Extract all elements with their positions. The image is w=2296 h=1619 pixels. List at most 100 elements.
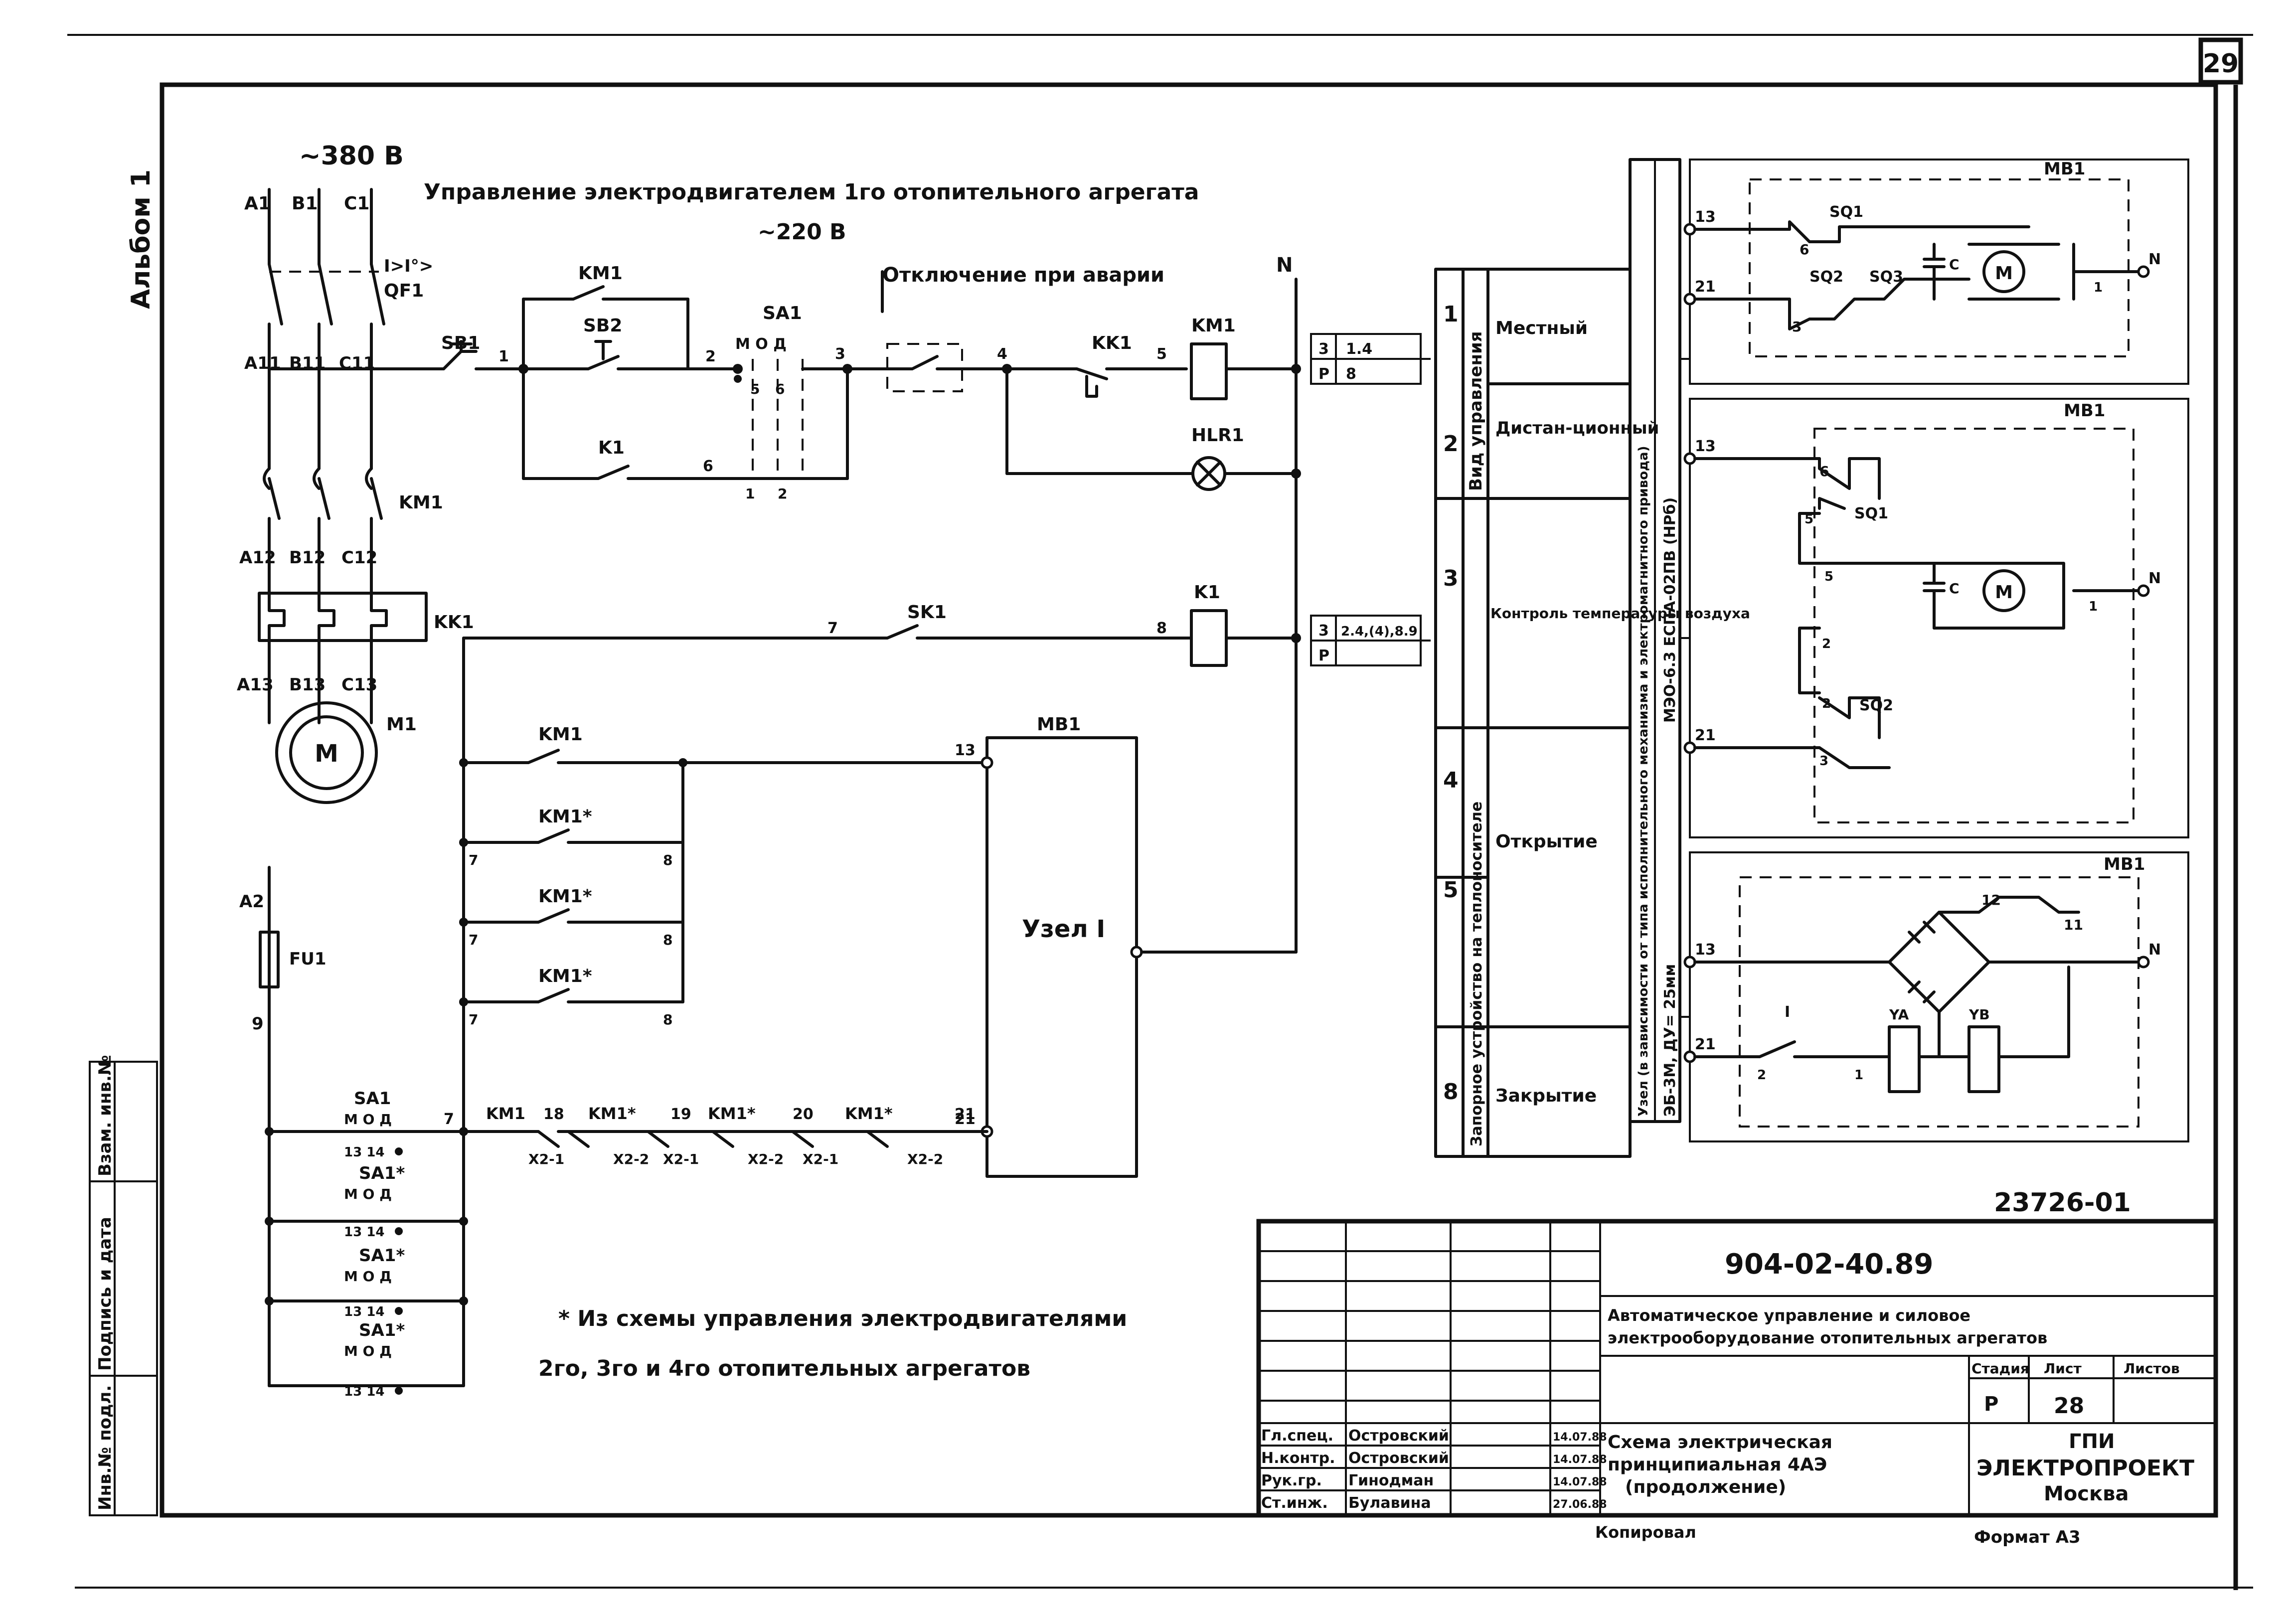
u3-title: MB1 <box>2104 854 2145 874</box>
signer-role-2: Н.контр. <box>1261 1450 1335 1467</box>
unit-label: Узел I <box>1022 915 1105 943</box>
u1-n: N <box>2148 251 2161 268</box>
node-6: 6 <box>703 458 713 475</box>
node-2: 2 <box>705 348 716 365</box>
phase-a12: A12 <box>239 548 276 568</box>
aux-contact-2: KM1* <box>538 807 592 827</box>
tb-sheet-h: Лист <box>2044 1360 2082 1377</box>
ref-4a: Р <box>1318 647 1329 664</box>
group-valve-label: Запорное устройство на теплоносителе <box>1468 802 1485 1146</box>
unit-t13: 13 <box>955 742 976 759</box>
sa-1-modes: М О Д <box>344 1186 392 1202</box>
stamp-signature: Подпись и дата <box>95 1217 115 1371</box>
signer-name-1: Островский <box>1348 1427 1449 1445</box>
row-label-8: Закрытие <box>1495 1086 1597 1106</box>
ref-1a: 3 <box>1318 340 1329 358</box>
sa-2-modes: М О Д <box>344 1268 392 1285</box>
u1-1: 1 <box>2094 280 2103 295</box>
node-5: 5 <box>1156 345 1167 363</box>
kk1-contact-label: KK1 <box>1092 333 1132 353</box>
modes-table: Вид управления Запорное устройство на те… <box>1434 158 1750 1158</box>
unit-heading: Узел (в зависимости от типа исполнительн… <box>1636 446 1651 1117</box>
tb-stage: Р <box>1984 1393 1998 1416</box>
u3-yb: YB <box>1968 1006 1990 1023</box>
side-stamp: Взам. инв.№ Подпись и дата Инв.№ подл. <box>89 1055 158 1516</box>
ref-2b: 8 <box>1346 365 1356 383</box>
u1-21: 21 <box>1695 278 1716 296</box>
neutral-label: N <box>1276 254 1293 277</box>
signer-date-2: 14.07.88 <box>1553 1454 1607 1466</box>
fuse-out-label: 9 <box>252 1014 264 1034</box>
sk1-label: SK1 <box>907 602 947 623</box>
chain-18: 18 <box>543 1106 564 1123</box>
sa-1-name: SA1* <box>359 1163 405 1183</box>
u1-6: 6 <box>1800 241 1809 258</box>
row-num-1: 1 <box>1443 302 1459 327</box>
aux-node-7c: 7 <box>469 1011 478 1028</box>
chain-node-7: 7 <box>444 1111 454 1128</box>
u2-2a: 2 <box>1822 637 1831 651</box>
tb-org-1: ГПИ <box>2069 1430 2115 1453</box>
stamp-inv: Инв.№ подл. <box>95 1385 115 1510</box>
bottom-chain: 7 KM1 18 KM1* 19 KM1* 20 KM1* 21 X2-1 X2… <box>265 1089 988 1399</box>
u3-1: 1 <box>1854 1068 1863 1083</box>
u1-sq3: SQ3 <box>1869 268 1903 286</box>
u1-sq1: SQ1 <box>1829 203 1863 221</box>
doc-number: 23726-01 <box>1994 1188 2131 1218</box>
tb-stage-h: Стадия <box>1971 1360 2029 1377</box>
sa-contact-6: 6 <box>775 381 785 397</box>
sa1-modes: М О Д <box>735 335 787 353</box>
u3-21: 21 <box>1695 1036 1716 1053</box>
row-label-2: Дистан-ционный <box>1495 418 1659 438</box>
node-3: 3 <box>835 345 845 363</box>
chain-t6: X2-2 <box>907 1151 943 1167</box>
unit-mb1: MB1 <box>1037 714 1081 735</box>
km1-hold-label: KM1 <box>578 263 623 284</box>
u2-c: C <box>1949 580 1960 597</box>
u2-1: 1 <box>2089 599 2098 614</box>
signer-role-1: Гл.спец. <box>1261 1427 1333 1445</box>
hlr1-label: HLR1 <box>1191 425 1244 446</box>
aux-node-7b: 7 <box>469 932 478 948</box>
tb-org-2: ЭЛЕКТРОПРОЕКТ <box>1976 1456 2194 1481</box>
row-num-5: 5 <box>1443 877 1459 903</box>
sa-3-modes: М О Д <box>344 1343 392 1359</box>
aux-node-8c: 8 <box>663 1011 672 1028</box>
aux-contact-4: KM1* <box>538 966 592 986</box>
tb-code: 904-02-40.89 <box>1725 1248 1933 1281</box>
power-contactor-label: KM1 <box>399 492 443 513</box>
sa-contact-5: 5 <box>750 381 760 397</box>
row-num-3: 3 <box>1443 566 1459 591</box>
u2-5b: 5 <box>1824 569 1833 584</box>
fuse-wire-label: A2 <box>239 892 264 912</box>
chain-20: 20 <box>793 1106 814 1123</box>
footnote-1: * Из схемы управления электродвигателями <box>558 1306 1127 1331</box>
ref-3b: 2.4,(4),8.9 <box>1341 624 1418 639</box>
aux-circuit: KM1 KM1* 7 8 KM1* 7 8 KM1* 7 8 13 MB1 Уз… <box>459 637 1298 1178</box>
chain-21: 21 <box>955 1106 976 1123</box>
aux-contact-1: KM1 <box>538 724 583 745</box>
u1-title: MB1 <box>2044 159 2085 179</box>
row-num-4: 4 <box>1443 768 1459 793</box>
tb-format: Формат А3 <box>1974 1527 2081 1547</box>
sa-contact-2: 2 <box>778 486 787 502</box>
u1-m: M <box>1995 263 2013 284</box>
sa-0-terms: 13 14 <box>344 1145 384 1160</box>
chain-t4: X2-2 <box>748 1151 784 1167</box>
phase-b13: B13 <box>289 675 326 695</box>
u2-sq2: SQ2 <box>1859 697 1893 714</box>
node-8: 8 <box>1156 620 1167 637</box>
u2-title: MB1 <box>2064 401 2105 421</box>
row-label-5: Открытие <box>1495 831 1598 852</box>
phase-a13: A13 <box>237 675 274 695</box>
phase-b1: B1 <box>292 193 318 214</box>
album-label: Альбом 1 <box>126 169 156 309</box>
tb-sheets-h: Листов <box>2124 1360 2180 1377</box>
u1-13: 13 <box>1695 208 1716 226</box>
row-label-3: Контроль температуры воздуха <box>1490 605 1750 622</box>
tb-title-3: (продолжение) <box>1625 1477 1786 1497</box>
ref-1b: 1.4 <box>1346 340 1372 358</box>
supply-220: ~220 В <box>758 219 846 245</box>
chain-km1s-1: KM1* <box>588 1104 636 1123</box>
